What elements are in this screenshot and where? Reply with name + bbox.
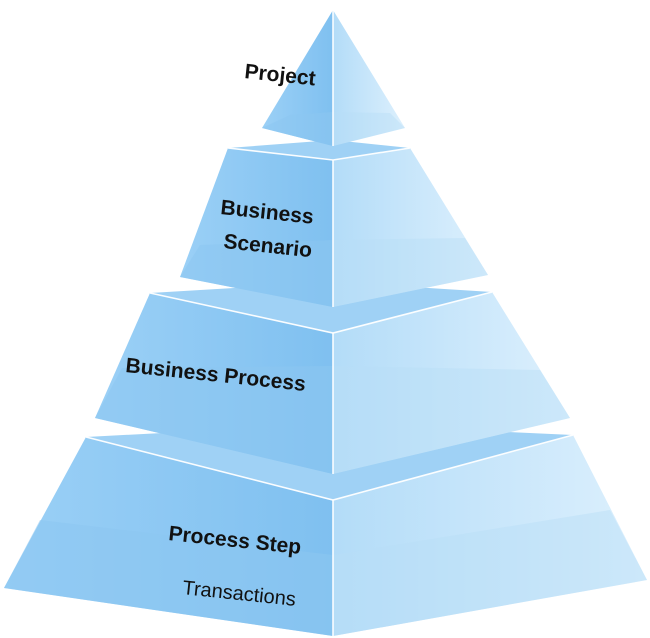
tier-business-process-top <box>150 282 492 333</box>
tier-project-right-face <box>333 10 405 146</box>
tier-business-process-right-face <box>333 292 570 474</box>
tier-business-process <box>95 282 570 474</box>
tier-business-scenario <box>180 140 488 307</box>
tier-business-scenario-right-face <box>333 148 488 307</box>
tier-business-scenario-edge <box>227 147 411 161</box>
tier-business-process-shade-right <box>333 366 570 474</box>
tier-process-step-edge <box>85 434 574 501</box>
tier-project-shade-right <box>333 112 405 146</box>
tier-process-step-shade-right <box>333 510 647 636</box>
tier-business-scenario-shade-right <box>333 238 488 307</box>
tier-project-left-face <box>262 10 333 146</box>
tier-project-shade <box>262 112 333 146</box>
tier-project <box>262 10 405 146</box>
tier-business-process-shade <box>95 366 333 474</box>
tier-business-process-edge <box>149 291 493 334</box>
tier-process-step <box>4 424 647 636</box>
tier-business-scenario-shade <box>180 240 333 307</box>
tier-process-step-shade <box>4 520 333 636</box>
tier-process-step-right-face <box>333 435 647 636</box>
